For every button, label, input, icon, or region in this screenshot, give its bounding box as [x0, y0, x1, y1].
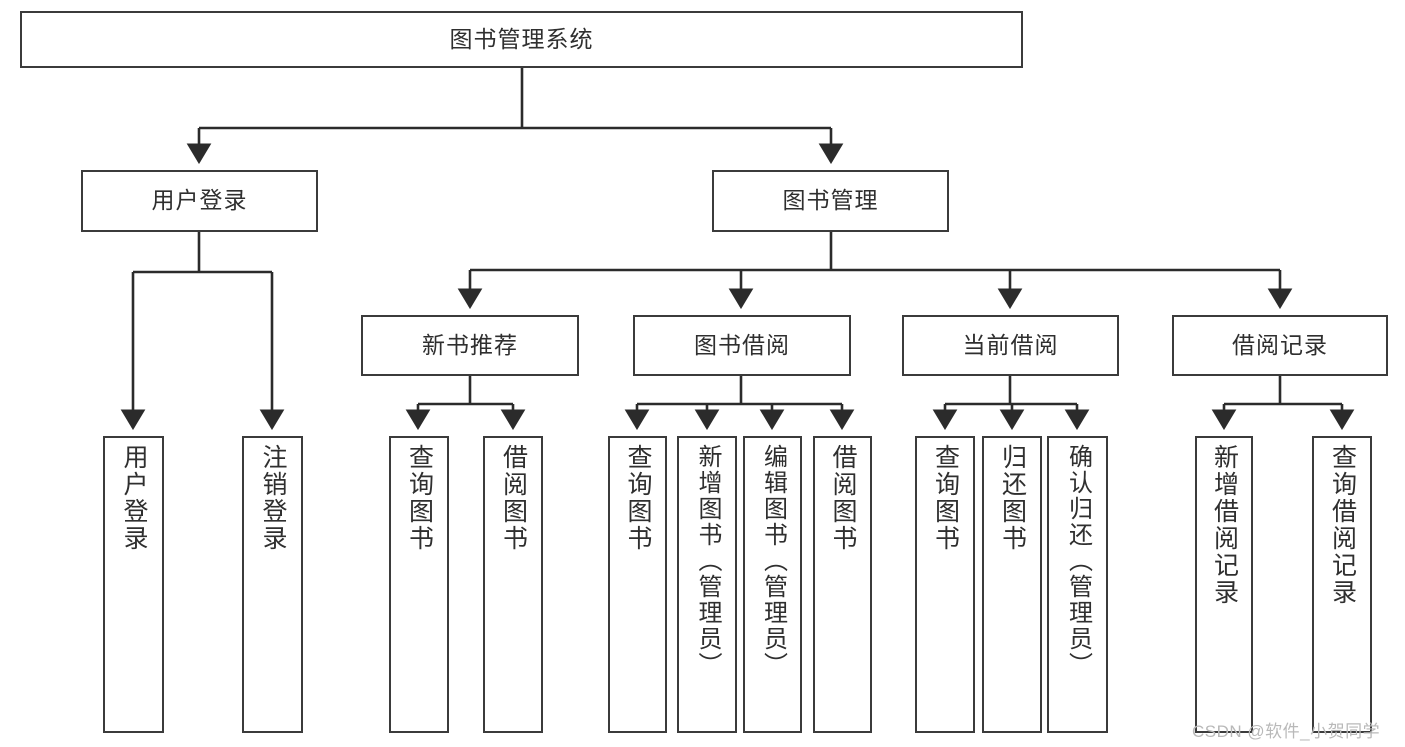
node-leaf-return-book-label: 归还图书 — [998, 444, 1027, 552]
node-borrow-label: 图书借阅 — [694, 331, 790, 358]
node-leaf-confirm-return-label: 确认归还（管理员） — [1064, 444, 1092, 678]
node-root[interactable]: 图书管理系统 — [20, 11, 1023, 68]
node-leaf-user-login-label: 用户登录 — [120, 444, 148, 552]
node-book-manage-label: 图书管理 — [782, 187, 879, 214]
node-leaf-add-record[interactable]: 新增借阅记录 — [1195, 436, 1253, 733]
node-root-label: 图书管理系统 — [449, 25, 594, 52]
node-leaf-borrow-book-1[interactable]: 借阅图书 — [483, 436, 543, 733]
node-leaf-borrow-book-2[interactable]: 借阅图书 — [813, 436, 872, 733]
node-book-manage[interactable]: 图书管理 — [712, 170, 949, 232]
node-leaf-user-login[interactable]: 用户登录 — [103, 436, 164, 733]
node-new-book[interactable]: 新书推荐 — [361, 315, 579, 376]
csdn-watermark: CSDN @软件_小贺同学 — [1192, 722, 1381, 741]
node-leaf-query-book-2[interactable]: 查询图书 — [608, 436, 667, 733]
node-user-login-label: 用户登录 — [151, 187, 248, 214]
node-leaf-query-book-1-label: 查询图书 — [405, 444, 434, 552]
node-leaf-add-book-label: 新增图书（管理员） — [693, 444, 721, 678]
node-leaf-edit-book-label: 编辑图书（管理员） — [759, 444, 787, 678]
node-leaf-query-book-3-label: 查询图书 — [931, 444, 960, 552]
node-new-book-label: 新书推荐 — [422, 331, 518, 358]
node-record[interactable]: 借阅记录 — [1172, 315, 1388, 376]
node-borrow[interactable]: 图书借阅 — [633, 315, 851, 376]
node-leaf-confirm-return[interactable]: 确认归还（管理员） — [1047, 436, 1108, 733]
node-record-label: 借阅记录 — [1232, 331, 1328, 358]
node-leaf-borrow-book-2-label: 借阅图书 — [829, 444, 857, 552]
node-leaf-query-record-label: 查询借阅记录 — [1328, 444, 1357, 606]
node-leaf-return-book[interactable]: 归还图书 — [982, 436, 1042, 733]
node-leaf-logout[interactable]: 注销登录 — [242, 436, 303, 733]
node-leaf-edit-book[interactable]: 编辑图书（管理员） — [743, 436, 802, 733]
node-leaf-query-record[interactable]: 查询借阅记录 — [1312, 436, 1372, 733]
node-leaf-add-record-label: 新增借阅记录 — [1210, 444, 1239, 606]
node-current-label: 当前借阅 — [962, 331, 1059, 358]
node-leaf-add-book[interactable]: 新增图书（管理员） — [677, 436, 737, 733]
node-leaf-query-book-2-label: 查询图书 — [624, 444, 652, 552]
node-leaf-query-book-1[interactable]: 查询图书 — [389, 436, 449, 733]
node-leaf-borrow-book-1-label: 借阅图书 — [499, 444, 528, 552]
node-leaf-logout-label: 注销登录 — [259, 444, 287, 552]
node-current[interactable]: 当前借阅 — [902, 315, 1119, 376]
node-leaf-query-book-3[interactable]: 查询图书 — [915, 436, 975, 733]
node-user-login[interactable]: 用户登录 — [81, 170, 318, 232]
